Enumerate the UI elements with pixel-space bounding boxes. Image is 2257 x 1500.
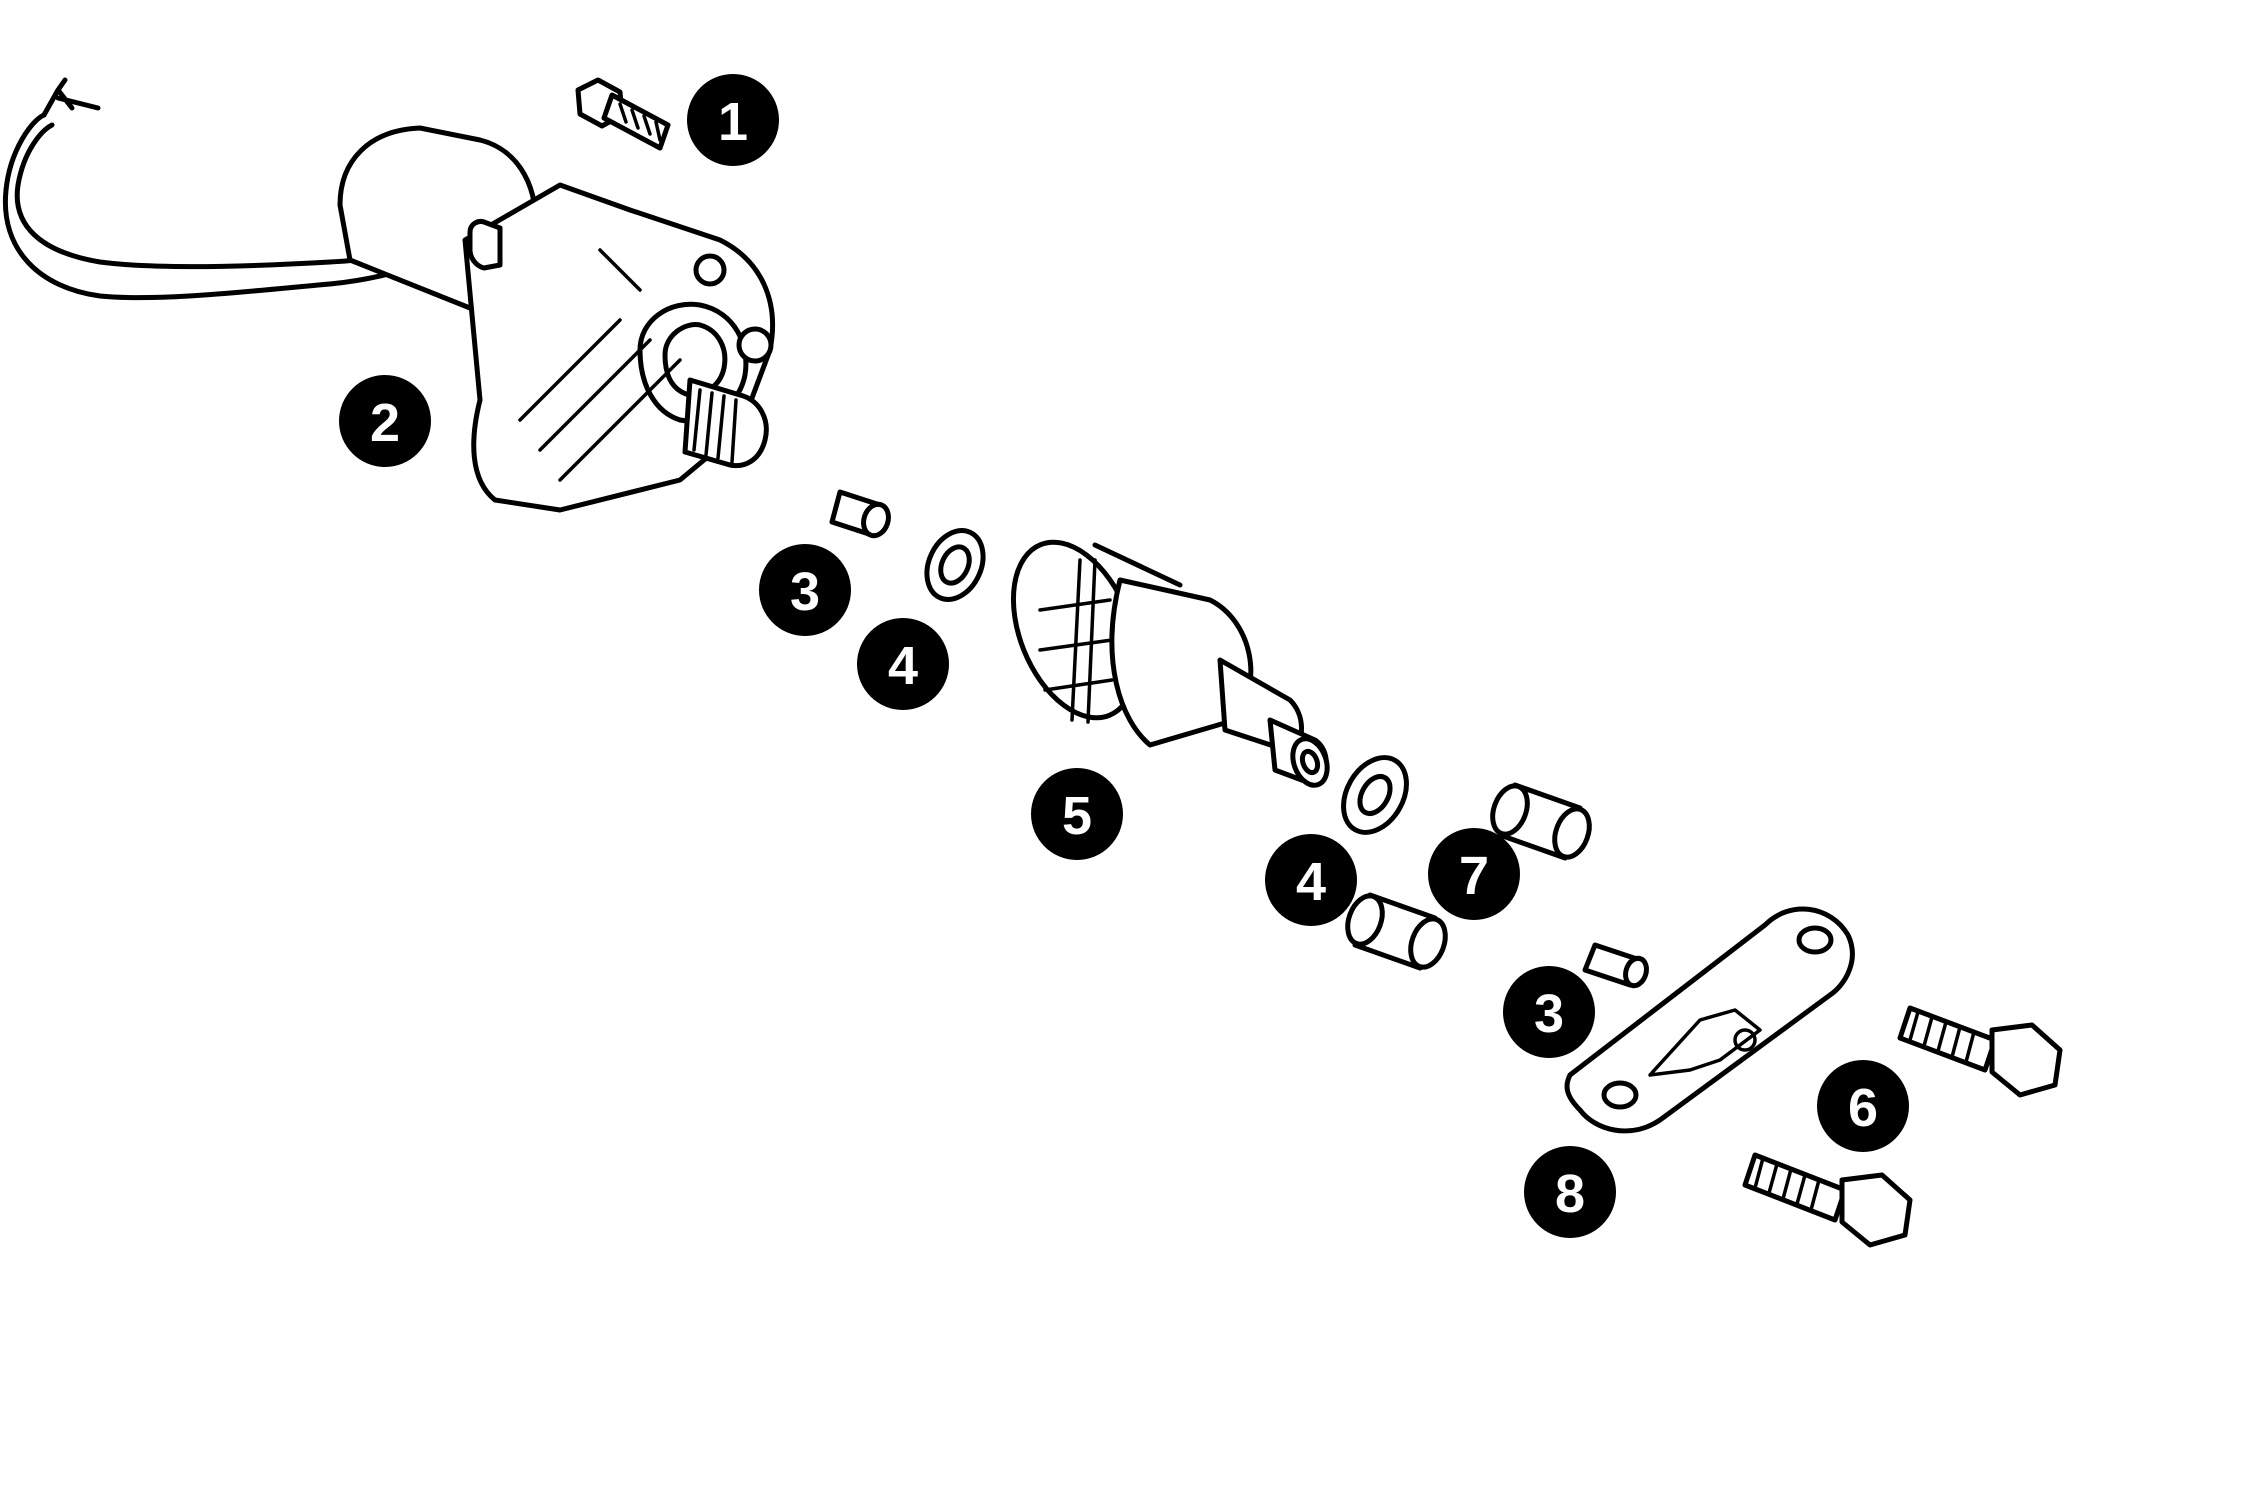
callout-label: 3 [1534,984,1564,1044]
part-3-bushing-lower [1582,942,1649,989]
callout-label: 5 [1062,786,1092,846]
callout-label: 4 [888,636,918,696]
callout-3: 3 [1503,966,1595,1058]
part-1-screw [575,77,671,151]
part-3-bushing-upper [829,489,891,539]
callout-label: 1 [718,92,748,152]
callout-label: 6 [1848,1078,1878,1138]
callout-1: 1 [687,74,779,166]
callout-3: 3 [759,544,851,636]
part-4-washer-lower [1341,755,1409,835]
callout-4: 4 [857,618,949,710]
callout-label: 2 [370,393,400,453]
part-6-bolt-lower [1742,1152,1913,1248]
callout-8: 8 [1524,1146,1616,1238]
callout-7: 7 [1428,828,1520,920]
callout-6: 6 [1817,1060,1909,1152]
callout-2: 2 [339,375,431,467]
callout-label: 8 [1555,1164,1585,1224]
callout-5: 5 [1031,768,1123,860]
part-7-bushing [1490,782,1592,861]
callout-4: 4 [1265,834,1357,926]
part-4-washer-upper [924,528,986,602]
part-6-bolt-upper [1897,1005,2063,1098]
part-2-starter-motor [2,77,776,513]
part-7-bushing-lower [1345,892,1448,971]
part-5-starter-drive [1010,539,1330,788]
part-8-bracket [1564,906,1855,1134]
callout-label: 4 [1296,852,1326,912]
callout-label: 7 [1459,846,1489,906]
callout-label: 3 [790,562,820,622]
